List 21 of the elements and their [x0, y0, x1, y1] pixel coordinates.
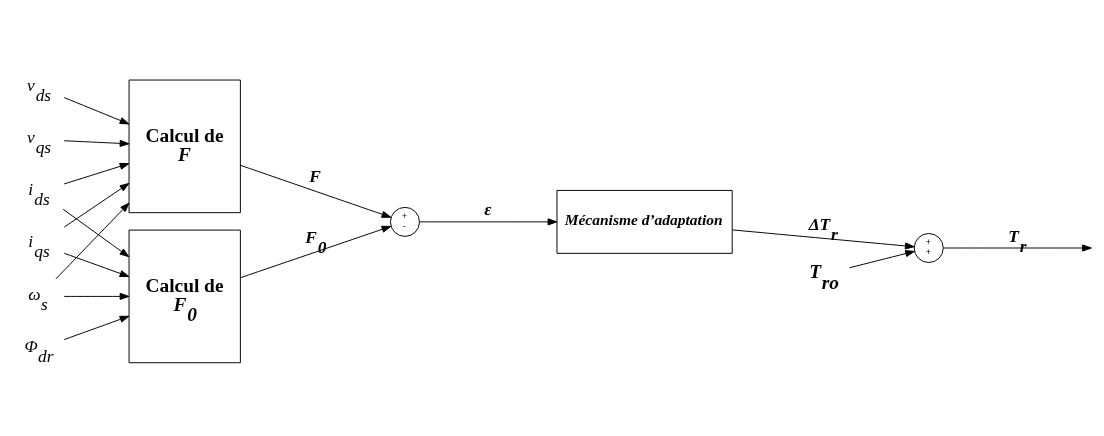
- edge-label: F: [309, 165, 321, 186]
- arrow: [943, 244, 1092, 252]
- arrow: [240, 225, 392, 279]
- node-box: Mécanisme d’adaptation: [556, 189, 733, 254]
- node-circle: + +: [913, 233, 944, 264]
- arrow: [419, 218, 558, 226]
- arrow: [63, 97, 130, 125]
- arrow: [55, 202, 130, 280]
- arrow: [63, 139, 130, 147]
- arrow: [63, 315, 130, 341]
- arrow: [240, 164, 392, 218]
- node-circle: + -: [389, 206, 420, 237]
- arrow: [62, 208, 130, 258]
- arrow: [63, 162, 130, 185]
- arrow: [63, 252, 130, 278]
- arrow: [63, 292, 130, 300]
- arrow: [732, 229, 915, 250]
- arrow: [849, 250, 915, 269]
- edge-label: ε: [484, 199, 492, 220]
- arrow: [63, 182, 130, 228]
- node-box: Calcul de F: [128, 79, 241, 214]
